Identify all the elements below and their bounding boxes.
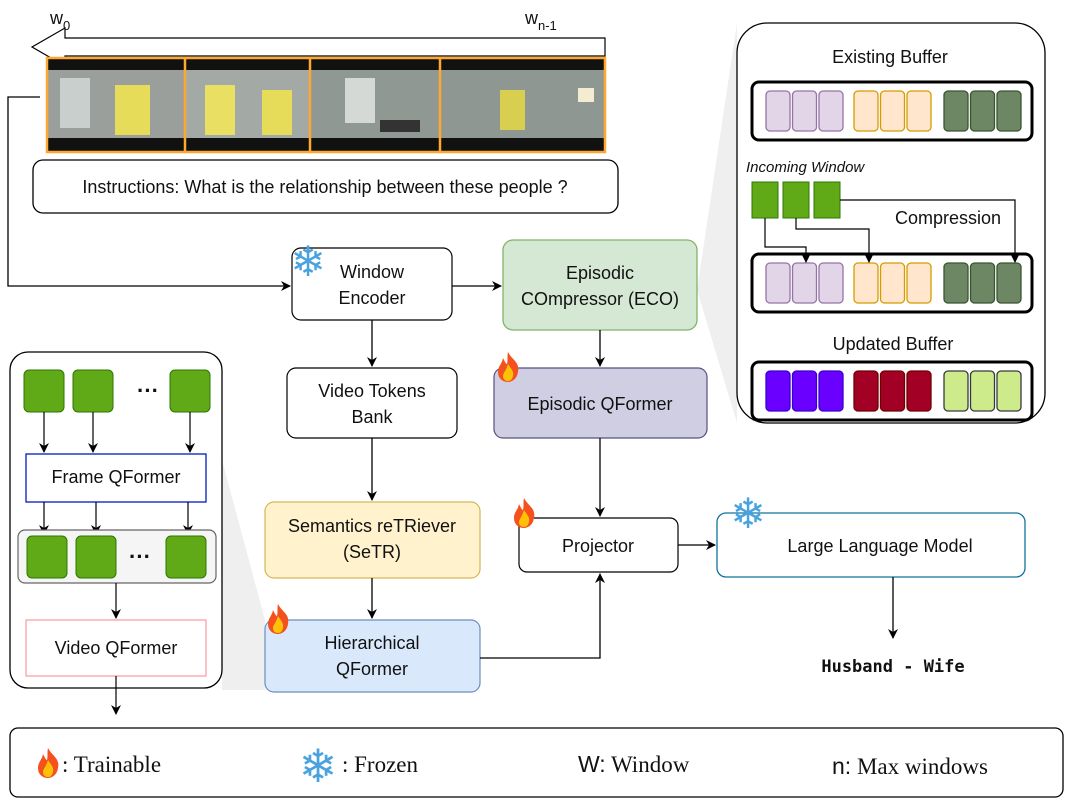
buffer-token [791, 370, 818, 412]
frame-qformer-node [25, 453, 207, 503]
snowflake-icon: ❄ [290, 237, 325, 286]
existing-buffer-label: Existing Buffer [832, 47, 948, 67]
bank-label-1: Video Tokens [318, 381, 425, 401]
incoming-window-tokens [751, 181, 841, 219]
buffer-token [879, 370, 906, 412]
buffer-token [791, 262, 818, 304]
video-frame-2 [186, 70, 309, 138]
hierarchical-qformer-node [264, 619, 481, 693]
buffer-token [906, 370, 932, 412]
arrows-from-frame-qformer [39, 502, 193, 535]
video-frame-3 [311, 70, 439, 138]
buffer-token [765, 262, 791, 304]
legend-max-windows: n: Max windows [832, 753, 988, 779]
buffer-token [996, 262, 1022, 304]
fire-icon [514, 498, 535, 528]
compressed-buffer [750, 252, 1034, 314]
video-qformer-node [25, 619, 207, 677]
window-encoder-label-2: Encoder [338, 288, 405, 308]
arrows-to-frame-qformer [39, 412, 195, 453]
ellipsis: ··· [129, 544, 151, 569]
legend-trainable: : Trainable [62, 752, 161, 777]
setr-node [264, 501, 481, 579]
w0-label: w0 [49, 8, 70, 33]
buffer-token [853, 262, 879, 304]
buffer-token [879, 90, 906, 132]
updated-buffer-label: Updated Buffer [833, 334, 954, 354]
buffer-token [943, 262, 969, 304]
buffer-token [853, 90, 879, 132]
hq-label-1: Hierarchical [324, 633, 419, 653]
buffer-token [969, 262, 996, 304]
legend-window: W: Window [578, 751, 690, 777]
projector-label: Projector [562, 536, 634, 556]
compression-arrows [764, 199, 1020, 263]
arrow-hq-projector [480, 573, 605, 659]
buffer-token [996, 90, 1022, 132]
video-tokens-bank-node [286, 367, 458, 439]
input-arrow [7, 96, 291, 291]
buffer-token [906, 90, 932, 132]
query-token [75, 535, 117, 579]
buffer-token [969, 90, 996, 132]
window-encoder-label-1: Window [340, 262, 405, 282]
fire-icon [268, 604, 289, 634]
bank-label-2: Bank [351, 407, 393, 427]
query-token [26, 535, 68, 579]
buffer-token [969, 370, 996, 412]
updated-buffer [750, 360, 1034, 422]
hq-label-2: QFormer [336, 659, 408, 679]
buffer-token [791, 90, 818, 132]
snowflake-icon: ❄ [299, 739, 338, 793]
output-answer: Husband - Wife [821, 657, 964, 677]
buffer-token [943, 90, 969, 132]
buffer-token [818, 262, 844, 304]
zoom-shadow-left [222, 460, 265, 690]
setr-label-2: (SeTR) [343, 542, 401, 562]
video-frame-4 [441, 70, 604, 138]
eco-label-2: COmpressor (ECO) [521, 289, 679, 309]
snowflake-icon: ❄ [730, 489, 765, 538]
episodic-qformer-label: Episodic QFormer [527, 394, 672, 414]
buffer-token [943, 370, 969, 412]
buffer-token [765, 370, 791, 412]
instruction-box [32, 159, 619, 214]
window-direction-arrow [30, 26, 606, 68]
instruction-text: Instructions: What is the relationship b… [82, 177, 567, 197]
eco-label-1: Episodic [566, 263, 634, 283]
setr-label-1: Semantics reTRiever [288, 516, 456, 536]
video-frames [45, 56, 607, 154]
video-frame-1 [48, 70, 184, 138]
existing-buffer [750, 80, 1034, 142]
query-token [165, 535, 207, 579]
legend-frozen: : Frozen [342, 752, 419, 777]
legend [9, 727, 1064, 798]
wn-label: wn-1 [524, 8, 557, 33]
incoming-window-label: Incoming Window [746, 159, 865, 176]
frame-qformer-label: Frame QFormer [51, 467, 180, 487]
buffer-token [996, 370, 1022, 412]
video-qformer-label: Video QFormer [55, 638, 178, 658]
buffer-token [853, 370, 879, 412]
zoom-shadow-right [697, 23, 737, 423]
buffer-token [765, 90, 791, 132]
buffer-token [818, 90, 844, 132]
compression-label: Compression [895, 208, 1001, 228]
buffer-token [818, 370, 844, 412]
ellipsis: ··· [137, 378, 159, 403]
buffer-token [879, 262, 906, 304]
llm-label: Large Language Model [787, 536, 972, 556]
fire-icon [498, 352, 519, 382]
buffer-token [906, 262, 932, 304]
eco-node [502, 239, 698, 331]
llm-node [716, 512, 1026, 578]
